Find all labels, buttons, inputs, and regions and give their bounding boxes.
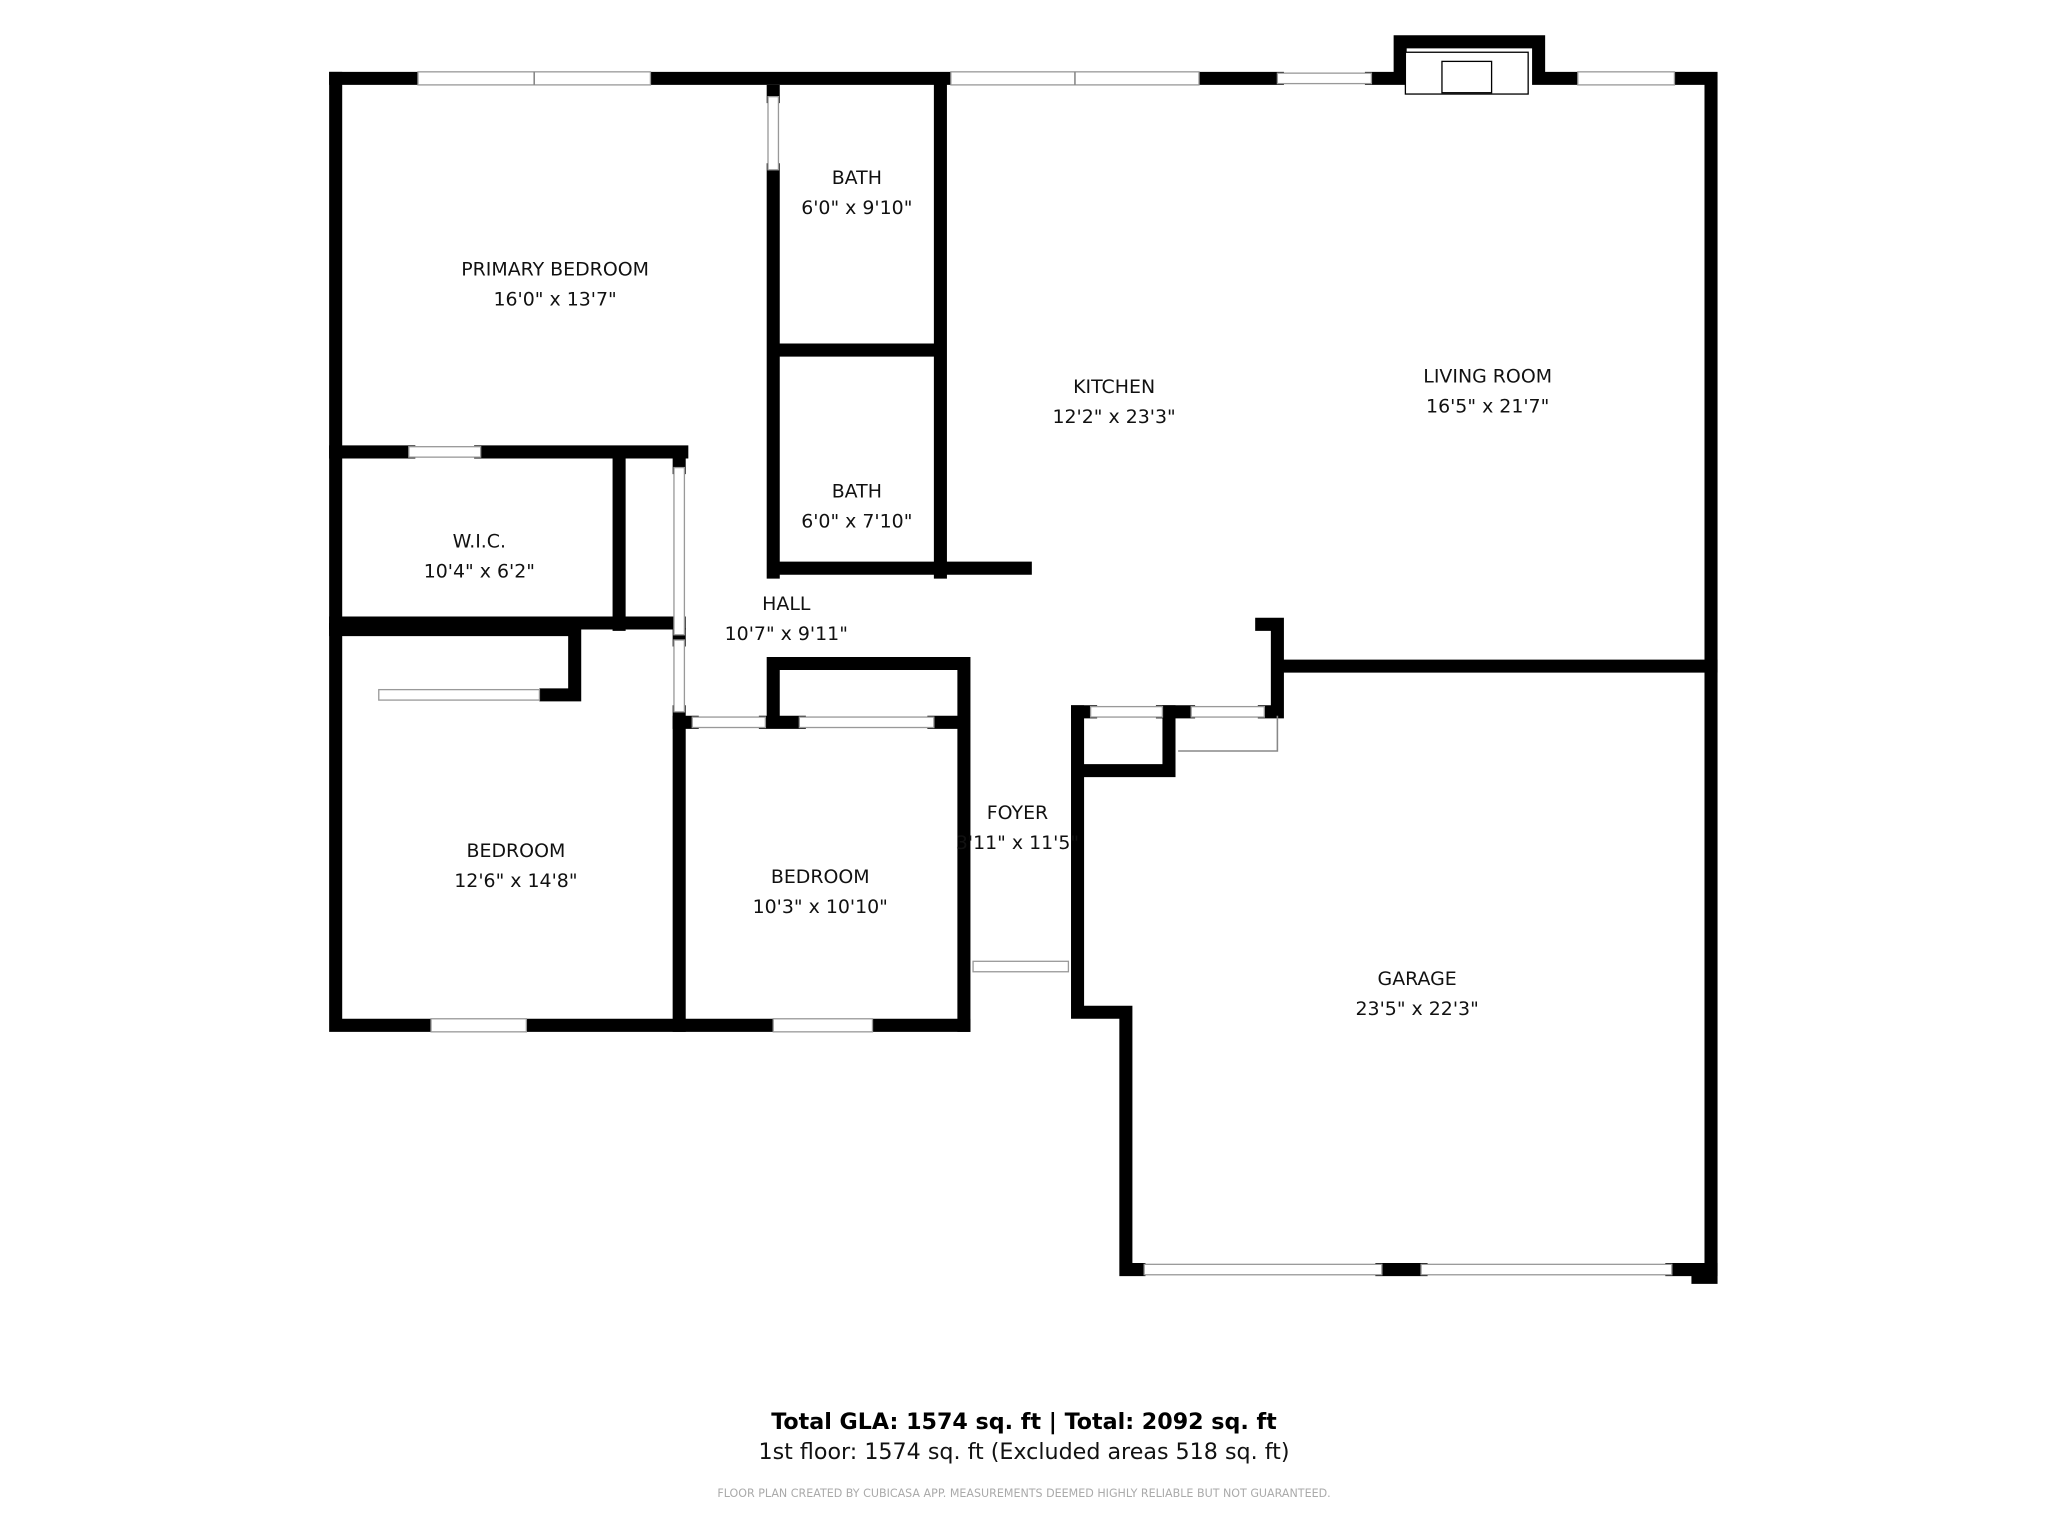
room-size: 6'0" x 7'10" xyxy=(801,511,912,533)
room-bath-1: BATH 6'0" x 9'10" xyxy=(801,167,912,219)
room-name: GARAGE xyxy=(1378,968,1457,990)
room-size: 12'6" x 14'8" xyxy=(454,870,577,892)
room-kitchen: KITCHEN 12'2" x 23'3" xyxy=(1052,376,1175,428)
windows-doors xyxy=(378,71,1676,1276)
room-bedroom-1: BEDROOM 12'6" x 14'8" xyxy=(454,840,577,892)
room-name: PRIMARY BEDROOM xyxy=(461,259,649,281)
room-name: W.I.C. xyxy=(453,530,506,552)
room-name: LIVING ROOM xyxy=(1423,366,1552,388)
room-size: 3'11" x 11'5" xyxy=(956,832,1079,854)
total-area: Total GLA: 1574 sq. ft | Total: 2092 sq.… xyxy=(771,1409,1277,1435)
room-size: 16'0" x 13'7" xyxy=(493,289,616,311)
fireplace xyxy=(1404,51,1529,95)
room-size: 16'5" x 21'7" xyxy=(1426,396,1549,418)
room-name: BEDROOM xyxy=(467,840,566,862)
room-name: BEDROOM xyxy=(771,866,870,888)
room-size: 10'3" x 10'10" xyxy=(753,896,888,918)
room-primary-bedroom: PRIMARY BEDROOM 16'0" x 13'7" xyxy=(461,259,649,311)
room-foyer: FOYER 3'11" x 11'5" xyxy=(956,802,1079,854)
room-name: FOYER xyxy=(987,802,1048,824)
room-name: KITCHEN xyxy=(1073,376,1155,398)
room-bath-2: BATH 6'0" x 7'10" xyxy=(801,481,912,533)
room-garage: GARAGE 23'5" x 22'3" xyxy=(1356,968,1479,1020)
walls xyxy=(329,35,1718,1284)
room-size: 10'4" x 6'2" xyxy=(424,560,535,582)
room-name: BATH xyxy=(832,167,882,189)
room-bedroom-2: BEDROOM 10'3" x 10'10" xyxy=(753,866,888,918)
room-size: 12'2" x 23'3" xyxy=(1052,406,1175,428)
floor-area: 1st floor: 1574 sq. ft (Excluded areas 5… xyxy=(759,1439,1290,1465)
room-size: 10'7" x 9'11" xyxy=(725,623,848,645)
room-wic: W.I.C. 10'4" x 6'2" xyxy=(424,530,535,582)
room-hall: HALL 10'7" x 9'11" xyxy=(725,593,848,645)
room-name: HALL xyxy=(762,593,811,615)
room-size: 6'0" x 9'10" xyxy=(801,197,912,219)
room-name: BATH xyxy=(832,481,882,503)
disclaimer: FLOOR PLAN CREATED BY CUBICASA APP. MEAS… xyxy=(717,1487,1330,1500)
room-size: 23'5" x 22'3" xyxy=(1356,998,1479,1020)
room-living-room: LIVING ROOM 16'5" x 21'7" xyxy=(1423,366,1552,418)
